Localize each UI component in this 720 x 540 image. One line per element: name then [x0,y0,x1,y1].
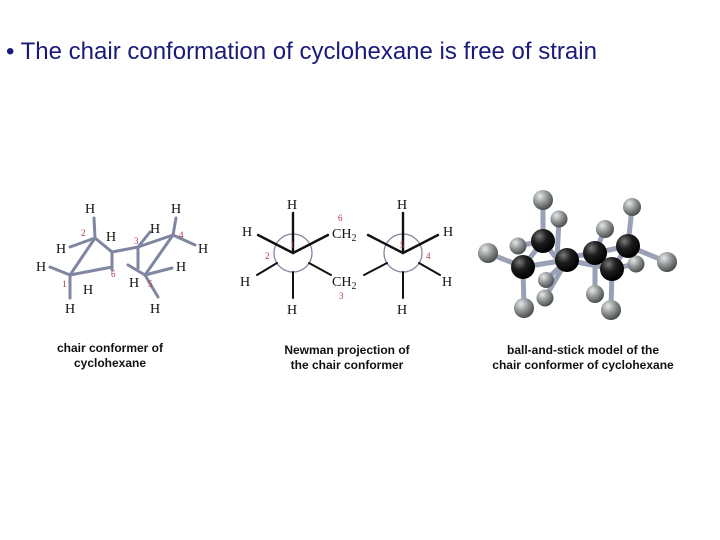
h-label: H [83,283,93,298]
carbon-number-6: 6 [111,269,116,279]
ch2-label-top: CH2 [332,227,356,244]
h-label: H [443,225,453,240]
chair-structure: H H H H H H H H H H H H 1 2 3 4 5 6 [36,202,208,317]
chair-h-labels: H H H H H H H H H H H H [36,202,208,317]
caption-line: ball-and-stick model of the [506,343,659,357]
newman-projection: H H H H H H H H CH2 CH2 1 2 3 4 5 6 [240,198,453,318]
h-label: H [240,275,250,290]
carbon-number-3: 3 [134,236,139,246]
carbon-number-5: 5 [148,279,153,289]
carbon-number-1: 1 [62,279,67,289]
carbon-number-4: 4 [179,230,184,240]
h-label: H [150,222,160,237]
h-label: H [129,276,139,291]
carbon-number-1: 1 [290,240,295,250]
h-label: H [198,242,208,257]
carbon-atoms [511,229,640,281]
newman-carbon-numbers: 1 2 3 4 5 6 [265,213,431,301]
caption-line: cyclohexane [73,356,147,370]
caption-chair-conformer: chair conformer of cyclohexane [50,341,170,371]
caption-ball-and-stick: ball-and-stick model of the chair confor… [468,343,698,373]
h-label: H [397,303,407,318]
carbon-number-3: 3 [339,291,344,301]
h-label: H [176,260,186,275]
h-label: H [287,198,297,213]
h-label: H [106,230,116,245]
title-text: The chair conformation of cyclohexane is… [20,38,597,65]
h-label: H [397,198,407,213]
caption-line: chair conformer of [56,341,164,355]
chair-ring-bonds [48,216,197,300]
carbon-number-2: 2 [265,251,270,261]
carbon-number-2: 2 [81,228,86,238]
caption-line: the chair conformer [290,358,404,372]
caption-line: chair conformer of cyclohexane [492,358,674,372]
h-label: H [171,202,181,217]
carbon-number-6: 6 [338,213,343,223]
carbon-number-4: 4 [426,251,431,261]
h-label: H [56,242,66,257]
carbon-number-5: 5 [400,240,405,250]
ch2-label-bottom: CH2 [332,275,356,292]
h-label: H [65,302,75,317]
h-label: H [242,225,252,240]
h-label: H [287,303,297,318]
h-label: H [85,202,95,217]
caption-line: Newman projection of [284,343,410,357]
figure-svg: H H H H H H H H H H H H 1 2 3 4 5 6 [36,190,677,320]
hydrogen-atoms [478,190,677,320]
h-label: H [442,275,452,290]
cyclohexane-figure: H H H H H H H H H H H H 1 2 3 4 5 6 [0,180,720,380]
ball-and-stick-model [478,190,677,320]
caption-newman-projection: Newman projection of the chair conformer [262,343,432,373]
newman-back-bonds [256,262,441,299]
h-label: H [150,302,160,317]
newman-front-bonds [256,211,440,255]
chair-carbon-numbers: 1 2 3 4 5 6 [62,228,184,289]
h-label: H [36,260,46,275]
bullet-glyph: • [6,38,15,65]
newman-labels: H H H H H H H H CH2 CH2 [240,198,453,318]
slide-title: • The chair conformation of cyclohexane … [6,38,597,66]
